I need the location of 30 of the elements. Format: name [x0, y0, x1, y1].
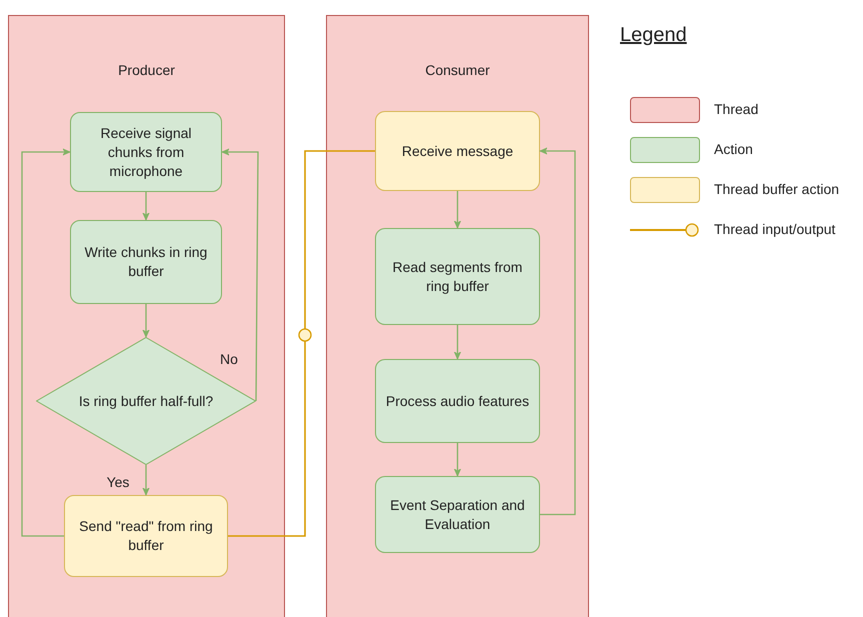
decision-text: Is ring buffer half-full? — [78, 393, 214, 409]
arrow — [454, 325, 462, 360]
buffer-action-box: Receive message — [375, 111, 540, 191]
arrow — [142, 304, 150, 338]
legend-label: Thread input/output — [714, 221, 836, 237]
thread-lane — [326, 15, 589, 617]
arrow — [21, 148, 70, 537]
legend-label: Thread — [714, 101, 758, 117]
legend-label: Action — [714, 141, 753, 157]
edge-label: No — [218, 351, 240, 367]
io-connector — [228, 150, 375, 537]
buffer-action-box: Send "read" from ring buffer — [64, 495, 228, 577]
action-box: Process audio features — [375, 359, 540, 443]
arrow — [142, 192, 150, 220]
action-box: Event Separation and Evaluation — [375, 476, 540, 553]
decision-diamond — [36, 337, 256, 465]
action-box: Receive signal chunks from microphone — [70, 112, 222, 192]
lane-title: Producer — [118, 62, 175, 78]
arrow — [454, 191, 462, 228]
thread-lane — [8, 15, 285, 617]
action-box: Read segments from ring buffer — [375, 228, 540, 325]
legend-label: Thread buffer action — [714, 181, 840, 197]
arrow — [142, 465, 150, 496]
arrow — [454, 443, 462, 476]
action-box: Write chunks in ring buffer — [70, 220, 222, 304]
legend-title: Legend — [620, 24, 687, 47]
edge-label: Yes — [104, 474, 132, 490]
lane-title: Consumer — [425, 62, 490, 78]
arrow — [222, 148, 259, 401]
arrow — [540, 147, 576, 516]
